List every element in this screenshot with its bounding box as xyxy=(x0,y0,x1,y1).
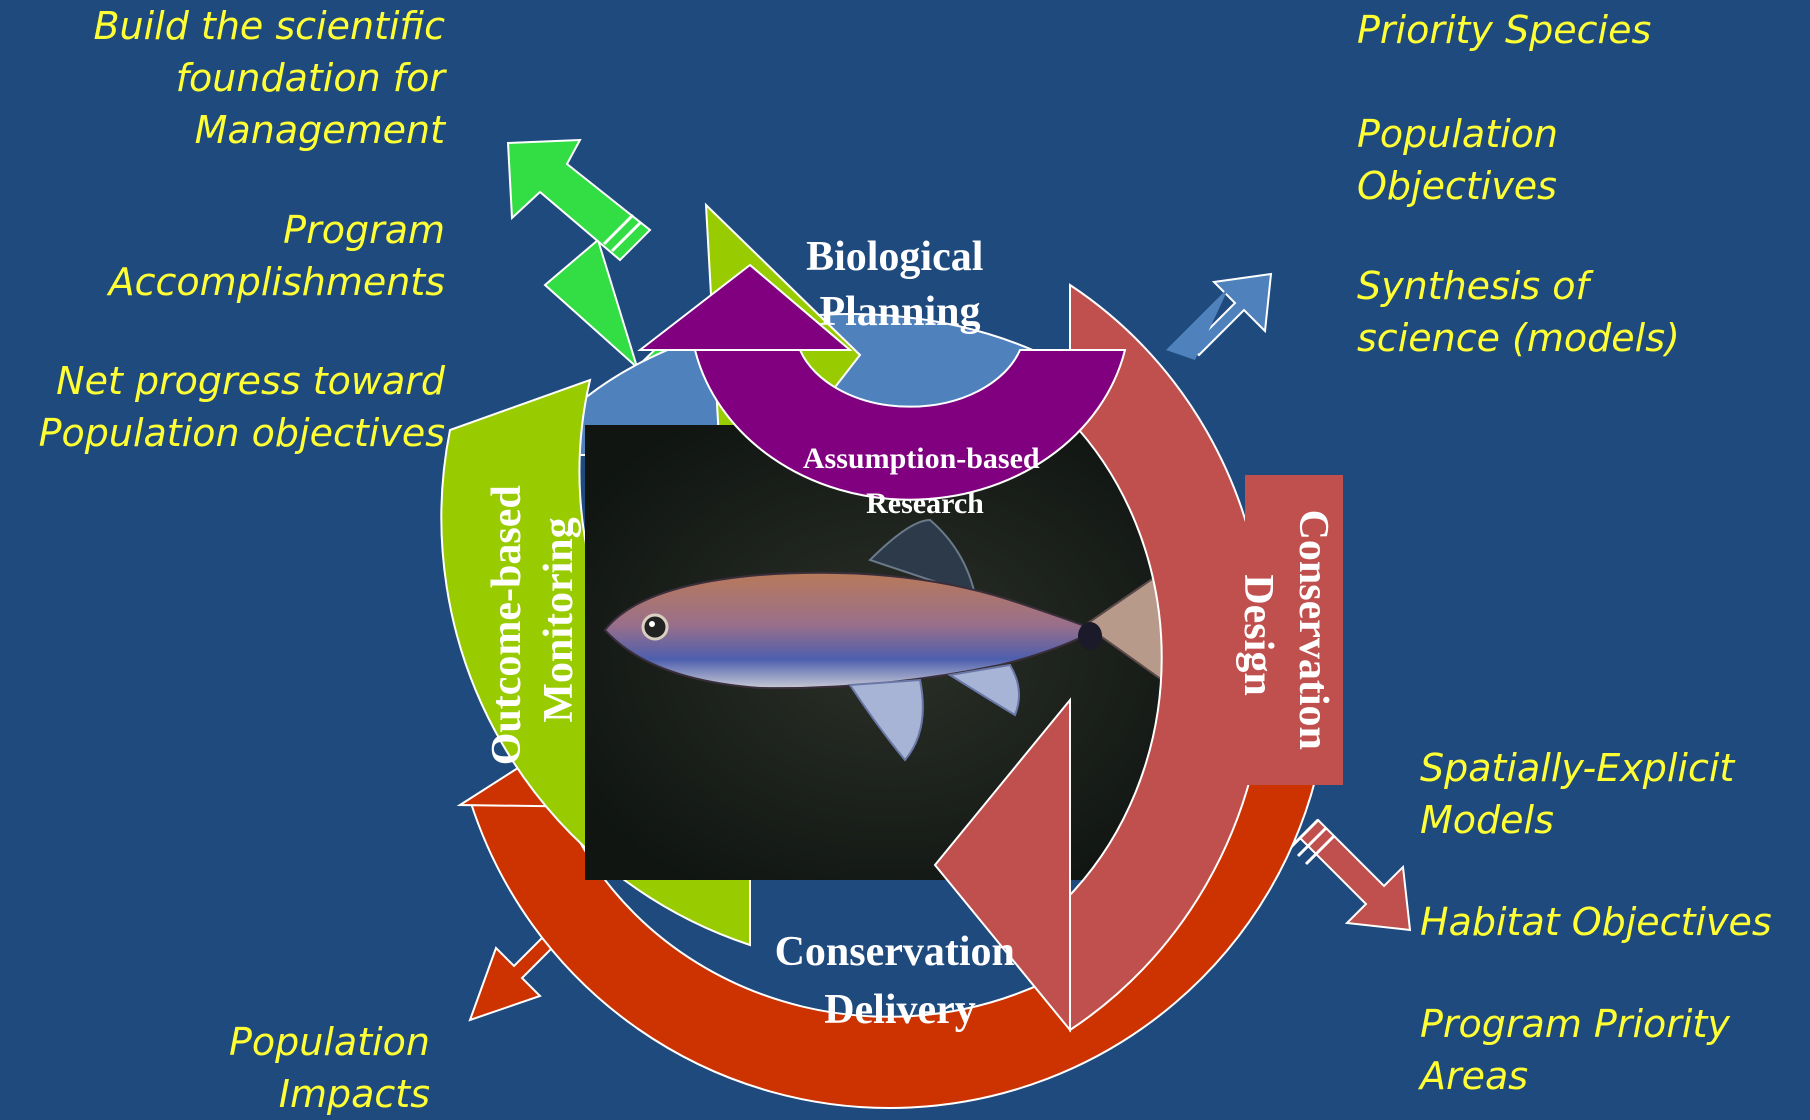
conservation-design-line2: Design xyxy=(1235,574,1281,695)
monitoring-label: Outcome-based Monitoring xyxy=(484,475,582,765)
biological-planning-label: Biological Planning xyxy=(806,234,994,335)
note-line: Areas xyxy=(1420,1054,1529,1098)
note-net-progress: Net progress toward Population objective… xyxy=(39,355,445,459)
note-line: Management xyxy=(194,108,445,152)
note-spatially-explicit: Spatially-Explicit Models xyxy=(1420,742,1734,846)
note-build-foundation: Build the scientific foundation for Mana… xyxy=(93,0,445,156)
note-habitat-objectives: Habitat Objectives xyxy=(1420,896,1772,948)
fish-photo xyxy=(585,425,1195,880)
biological-planning-line2: Planning xyxy=(819,289,980,335)
note-line: Habitat Objectives xyxy=(1420,900,1772,944)
note-line: Program xyxy=(283,208,445,252)
blue-outward-arrow xyxy=(1166,272,1273,360)
note-line: foundation for xyxy=(175,56,445,100)
red-outward-arrow-right xyxy=(1288,818,1412,932)
note-line: Program Priority xyxy=(1420,1002,1730,1046)
note-line: Accomplishments xyxy=(108,260,445,304)
note-population-impacts: Population Impacts xyxy=(229,1016,430,1120)
monitoring-line2: Monitoring xyxy=(536,517,582,722)
research-line1: Assumption-based xyxy=(803,442,1040,475)
note-line: Spatially-Explicit xyxy=(1420,746,1735,790)
conservation-delivery-line2: Delivery xyxy=(824,987,976,1033)
conservation-delivery-label: Conservation Delivery xyxy=(775,929,1026,1033)
monitoring-line1: Outcome-based xyxy=(484,485,530,765)
note-priority-species: Priority Species xyxy=(1357,4,1651,56)
note-line: Impacts xyxy=(278,1072,430,1116)
research-arrow xyxy=(637,263,1127,501)
note-line: Population objectives xyxy=(38,411,445,455)
note-line: Priority Species xyxy=(1357,8,1652,52)
note-population-objectives: Population Objectives xyxy=(1357,108,1558,212)
note-line: Population xyxy=(228,1020,430,1064)
note-line: Synthesis of xyxy=(1357,264,1589,308)
conservation-design-arrow xyxy=(933,283,1343,1033)
note-line: Net progress toward xyxy=(56,359,445,403)
note-line: science (models) xyxy=(1357,316,1680,360)
conservation-design-line1: Conservation xyxy=(1290,510,1336,750)
note-line: Population xyxy=(1357,112,1559,156)
note-program-accomplishments: Program Accomplishments xyxy=(109,204,445,308)
research-line2: Research xyxy=(866,487,984,520)
conservation-delivery-line1: Conservation xyxy=(775,929,1015,975)
note-synthesis-science: Synthesis of science (models) xyxy=(1357,260,1680,364)
note-line: Objectives xyxy=(1357,164,1557,208)
note-program-priority-areas: Program Priority Areas xyxy=(1420,998,1730,1102)
note-line: Build the scientific xyxy=(93,4,445,48)
conservation-design-label: Conservation Design xyxy=(1235,510,1336,761)
note-line: Models xyxy=(1420,798,1554,842)
biological-planning-line1: Biological xyxy=(806,234,983,280)
research-label: Assumption-based Research xyxy=(803,442,1047,520)
